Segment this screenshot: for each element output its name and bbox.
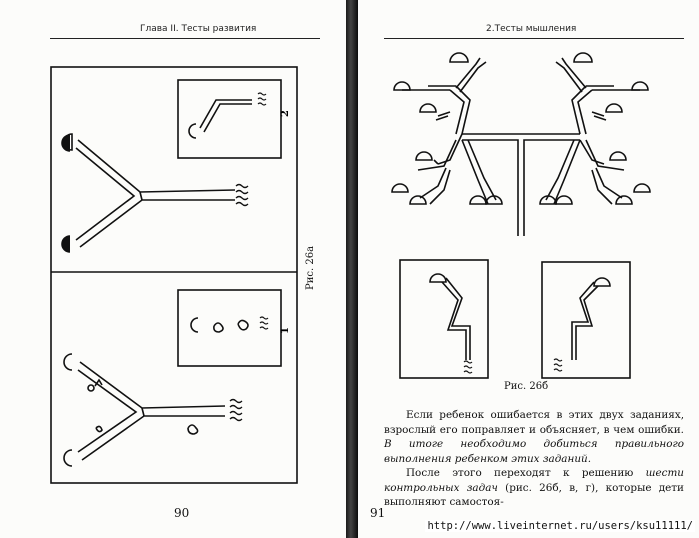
body-text: Если ребенок ошибается в этих двух задан…: [384, 408, 684, 510]
right-page-number: 91: [370, 506, 386, 520]
sketch-mark-2: [95, 425, 103, 433]
sketch-object-3: [187, 424, 199, 435]
panel-left-water-icon: [463, 360, 473, 374]
inset-bottom-water-icon: [259, 316, 269, 330]
left-running-head: Глава II. Тесты развития: [140, 24, 257, 34]
figure-caption-26b: Рис. 26б: [504, 381, 549, 392]
upper-y-path: [75, 139, 236, 248]
inset-panel-bottom: [177, 289, 282, 367]
inset-panel-top: [177, 79, 282, 159]
paragraph-1-italic: В итоге необходимо добиться правильного …: [384, 438, 684, 465]
figure-frame: [50, 66, 298, 484]
panel-right-water-icon: [553, 358, 563, 372]
figure-26a: 2 1: [50, 66, 298, 484]
tree-right-branches: [545, 57, 640, 205]
right-page: 2.Тесты мышления: [358, 0, 699, 538]
paragraph-1-plain: Если ребенок ошибается в этих двух задан…: [384, 409, 684, 436]
panel-number-top: 2: [280, 110, 291, 117]
right-running-head: 2.Тесты мышления: [486, 24, 577, 34]
upper-y-end-arcs: [61, 133, 73, 253]
upper-water-icon: [235, 183, 249, 207]
sketch-flower-1: [87, 384, 95, 392]
small-panel-right: [541, 261, 631, 379]
paragraph-2: После этого переходят к решению шести ко…: [384, 466, 684, 510]
panel-number-bottom: 1: [280, 327, 291, 334]
lower-y-path: [77, 361, 226, 461]
figure-caption-26a: Рис. 26а: [305, 245, 316, 290]
small-panel-left: [399, 259, 489, 379]
inset-sketch-2: [237, 319, 249, 331]
inset-top-water-icon: [257, 92, 267, 106]
sketch-mark-1: [94, 378, 103, 387]
paragraph-1: Если ребенок ошибается в этих двух задан…: [384, 408, 684, 466]
left-page: Глава II. Тесты развития: [0, 0, 346, 538]
left-header-rule: [50, 38, 320, 39]
lower-water-icon: [229, 398, 243, 422]
figure-26b: [391, 52, 651, 379]
paragraph-2-plain-before: После этого переходят к решению: [406, 467, 646, 479]
book-gutter: [346, 0, 358, 538]
paragraph-2-italic: шести контрольных задач: [384, 467, 684, 494]
watermark-url: http://www.liveinternet.ru/users/ksu1111…: [425, 520, 695, 532]
left-page-number: 90: [174, 506, 190, 520]
tree-end-arcs: [391, 52, 651, 205]
inset-sketch-1: [213, 322, 224, 333]
right-header-rule: [384, 38, 684, 39]
tree-trunk: [462, 133, 580, 236]
lower-y-arc-top: [63, 353, 73, 371]
tree-left-branches: [402, 57, 497, 205]
paragraph-2-plain-after: (рис. 26б, в, г), которые дети выполняют…: [384, 481, 684, 509]
lower-y-arc-bottom: [63, 449, 73, 467]
